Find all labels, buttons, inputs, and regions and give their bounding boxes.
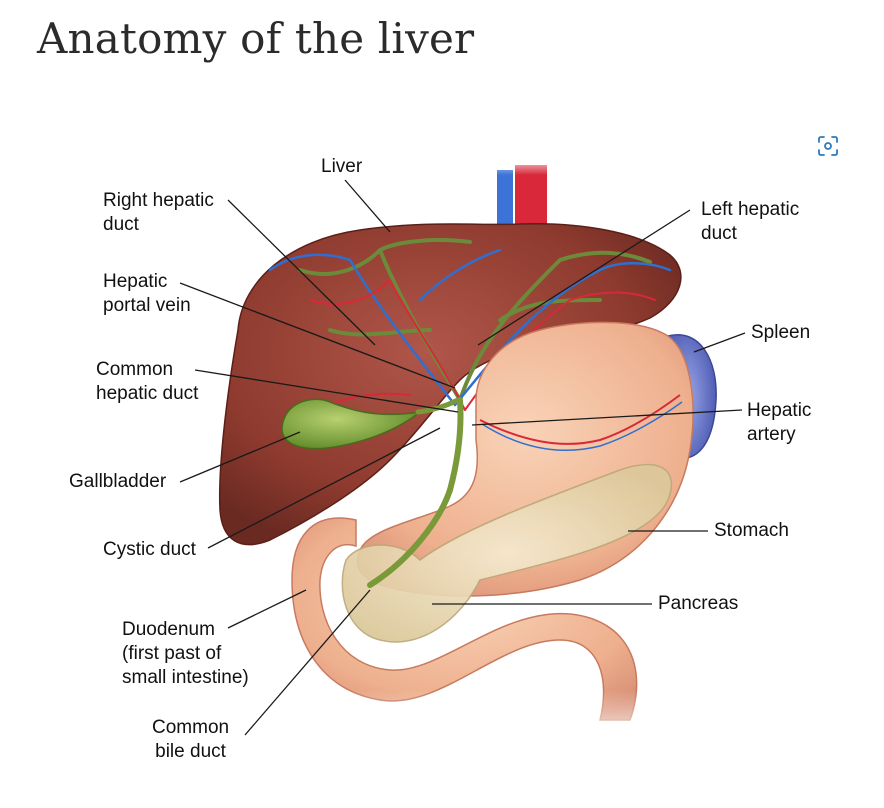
label-gallbladder: Gallbladder <box>69 471 167 492</box>
leader-cystic-duct <box>207 427 441 549</box>
leader-gallbladder <box>179 431 301 483</box>
label-cystic-duct: Cystic duct <box>103 539 196 560</box>
label-stomach: Stomach <box>714 520 789 541</box>
expand-image-icon <box>818 136 838 156</box>
label-pancreas: Pancreas <box>658 593 739 614</box>
page-title: Anatomy of the liver <box>37 14 475 63</box>
leader-common-bile-duct <box>244 589 371 736</box>
leader-liver <box>344 179 391 233</box>
leader-left-hepatic-duct <box>477 209 691 346</box>
great-vessels <box>489 155 554 232</box>
expand-image-button[interactable] <box>816 134 840 158</box>
leader-spleen <box>693 332 746 353</box>
leader-lines <box>179 179 746 736</box>
leader-hepatic-artery <box>471 409 743 426</box>
leader-right-hepatic-duct <box>227 199 376 346</box>
label-liver: Liver <box>321 156 363 177</box>
leader-duodenum <box>227 589 307 629</box>
bile-ducts <box>367 397 464 588</box>
label-spleen: Spleen <box>751 322 811 343</box>
leader-common-hepatic-duct <box>194 369 459 413</box>
pancreas-shape <box>341 463 673 643</box>
stomach-vessels <box>479 394 683 451</box>
leader-hepatic-portal-vein <box>179 282 456 389</box>
